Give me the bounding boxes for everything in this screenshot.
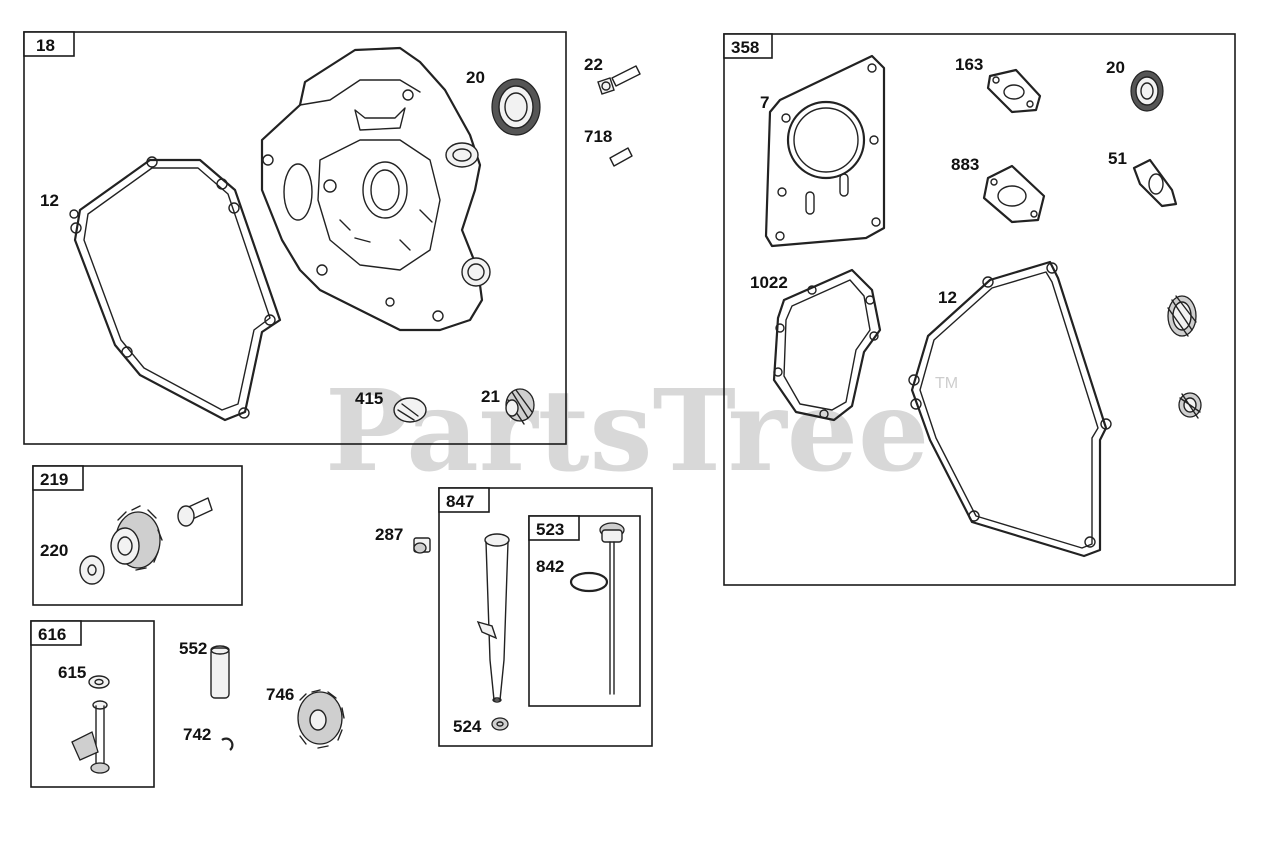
- gasket-51[interactable]: [1132, 158, 1178, 208]
- sleeve-552[interactable]: [210, 645, 230, 699]
- label-7: 7: [760, 93, 769, 112]
- group-358-tag: 358: [731, 38, 759, 57]
- group-523-tag: 523: [536, 520, 564, 539]
- label-12-right: 12: [938, 288, 957, 307]
- gasket-163[interactable]: [986, 68, 1042, 114]
- group-616-tag: 616: [38, 625, 66, 644]
- bearing-large[interactable]: [1167, 295, 1197, 337]
- grommet-524[interactable]: [491, 717, 509, 731]
- label-742: 742: [183, 725, 211, 744]
- gear-746[interactable]: [297, 689, 345, 749]
- label-20-right: 20: [1106, 58, 1125, 77]
- gasket-12-left[interactable]: [69, 156, 282, 422]
- label-718: 718: [584, 127, 612, 146]
- o-ring-842[interactable]: [569, 571, 609, 593]
- label-163: 163: [955, 55, 983, 74]
- seal-20-top[interactable]: [491, 78, 541, 136]
- crankcase-illustration[interactable]: [260, 46, 491, 332]
- dipstick-523[interactable]: [599, 522, 625, 695]
- label-287: 287: [375, 525, 403, 544]
- label-415: 415: [355, 389, 383, 408]
- label-842: 842: [536, 557, 564, 576]
- label-22: 22: [584, 55, 603, 74]
- group-18-tag: 18: [36, 36, 55, 55]
- washer-220[interactable]: [79, 555, 105, 585]
- label-524: 524: [453, 717, 482, 736]
- group-523-box[interactable]: 523: [528, 515, 641, 707]
- washer-615[interactable]: [88, 675, 110, 689]
- label-12-left: 12: [40, 191, 59, 210]
- pin-718[interactable]: [609, 147, 633, 167]
- shaft-219[interactable]: [177, 497, 213, 527]
- gasket-883[interactable]: [982, 164, 1046, 224]
- label-220: 220: [40, 541, 68, 560]
- clip-742[interactable]: [221, 737, 234, 751]
- label-552: 552: [179, 639, 207, 658]
- label-746: 746: [266, 685, 294, 704]
- group-358-box[interactable]: 358: [723, 33, 1236, 586]
- group-616-box[interactable]: 616: [30, 620, 155, 788]
- seal-20-right[interactable]: [1130, 70, 1164, 112]
- group-219-box[interactable]: 219: [32, 465, 243, 606]
- gasket-12-right[interactable]: [908, 260, 1112, 558]
- gear-21[interactable]: [505, 388, 535, 425]
- watermark-text: PartsTree: [325, 366, 929, 497]
- head-gasket-7[interactable]: [764, 54, 886, 248]
- plug-287[interactable]: [413, 537, 431, 554]
- bearing-small[interactable]: [1178, 392, 1202, 419]
- label-883: 883: [951, 155, 979, 174]
- label-51: 51: [1108, 149, 1127, 168]
- gear-assembly-219[interactable]: [110, 505, 163, 571]
- group-847-tag: 847: [446, 492, 474, 511]
- label-615: 615: [58, 663, 86, 682]
- label-20-top: 20: [466, 68, 485, 87]
- governor-shaft-616[interactable]: [71, 700, 110, 774]
- plug-415[interactable]: [393, 397, 427, 423]
- bolt-22[interactable]: [597, 65, 641, 95]
- gasket-1022[interactable]: [772, 268, 882, 422]
- watermark-trademark: TM: [935, 375, 958, 392]
- label-21: 21: [481, 387, 500, 406]
- dipstick-tube-847[interactable]: [476, 533, 510, 703]
- group-18-box[interactable]: 18: [23, 31, 567, 445]
- group-219-tag: 219: [40, 470, 68, 489]
- label-1022: 1022: [750, 273, 788, 292]
- group-847-box[interactable]: 847: [438, 487, 653, 747]
